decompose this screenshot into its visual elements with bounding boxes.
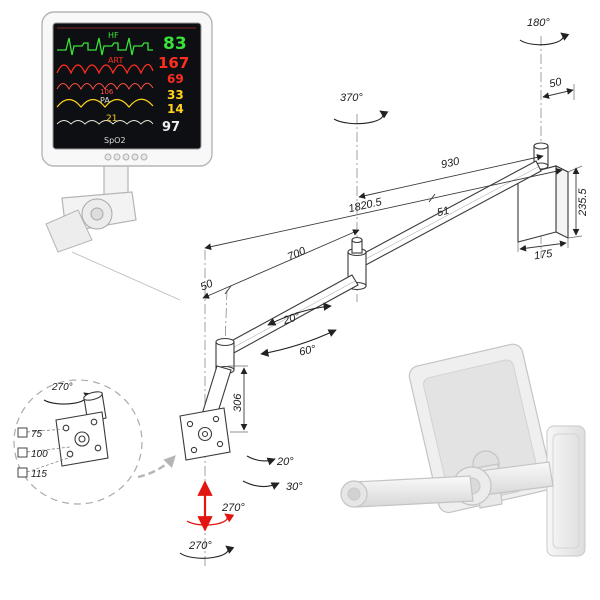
render-end-cap — [347, 487, 361, 501]
bracket-side-face — [555, 165, 569, 239]
monitor-rotation-group: 270° — [186, 480, 245, 532]
spo2-value: 97 — [162, 120, 180, 135]
detail-link-arrow — [137, 455, 176, 479]
detail-rotation-label: 270° — [51, 382, 73, 393]
rotation-label-370: 370° — [340, 92, 363, 104]
tilt-arc-30 — [242, 480, 280, 490]
detail-circle — [13, 379, 143, 505]
leader-115 — [26, 455, 75, 473]
dimension-1820-tick — [428, 193, 436, 203]
photo-leader-line — [71, 251, 181, 301]
vesa-size-75-label: 75 — [31, 429, 43, 440]
dim-label-306: 306 — [232, 393, 244, 412]
vesa-plate-holes — [186, 415, 224, 454]
extension-bracket-bottom — [567, 235, 583, 239]
pa-value-1: 33 — [167, 88, 184, 102]
arterial-waveform — [56, 63, 154, 75]
monitor-button — [104, 153, 112, 161]
rotation-arc-red — [186, 513, 235, 526]
pa-label: PA — [100, 96, 110, 105]
monitor-button — [122, 153, 130, 161]
temp-value: 21 — [106, 114, 117, 124]
leader-100 — [26, 446, 71, 453]
rotation-label-180: 180° — [527, 17, 550, 29]
detail-center-hole — [78, 435, 86, 443]
render-arm-front — [353, 475, 474, 508]
detail-cylinder-top — [83, 391, 103, 401]
render-wall-plate-inner — [552, 433, 580, 549]
dim-label-235: 235.5 — [577, 188, 589, 217]
extension-bracket-top — [567, 165, 583, 173]
vesa-75-checkbox — [17, 427, 28, 438]
product-render — [340, 343, 586, 557]
vesa-size-100-label: 100 — [31, 449, 48, 460]
vesa-115-checkbox — [17, 467, 28, 478]
secondary-pressure-waveform — [56, 82, 154, 91]
ecg-waveform — [57, 37, 153, 56]
dimension-175 — [519, 240, 567, 252]
art-diastolic-value: 69 — [167, 72, 184, 86]
tilt-label-20: 20° — [276, 456, 294, 468]
pa-rate-value: 106 — [100, 88, 114, 96]
dimension-1820 — [204, 167, 563, 251]
rotation-label-red-270: 270° — [221, 502, 245, 514]
tilt-label-30: 30° — [286, 481, 303, 493]
spo2-waveform — [56, 120, 154, 125]
swivel-arc-60 — [260, 329, 337, 357]
art-systolic-value: 167 — [158, 54, 189, 72]
spo2-label: SpO2 — [104, 136, 126, 145]
monitor-button — [140, 153, 148, 161]
hr-value: 83 — [163, 34, 187, 54]
render-wall-plate — [546, 425, 586, 557]
tilt-arc-20 — [246, 455, 276, 466]
pa-value-2: 14 — [167, 102, 184, 116]
detail-rotation-arc — [43, 392, 93, 405]
dim-label-1820: 1820.5 — [347, 196, 383, 215]
monitor-button — [131, 153, 139, 161]
swivel-arc-20 — [267, 302, 332, 326]
rotation-arc-bottom — [179, 545, 235, 559]
vital-display: HF 83 ART 167 69 106 PA 33 14 21 97 SpO2 — [56, 27, 196, 145]
vesa-100-checkbox — [17, 447, 28, 458]
elbow-top — [215, 337, 235, 347]
monitor-button — [113, 153, 121, 161]
monitor-hinge-cap — [90, 207, 104, 221]
pa-waveform — [56, 98, 154, 108]
vesa-center-hole — [201, 430, 209, 438]
rotation-label-bottom-270: 270° — [188, 540, 212, 552]
vesa-plate — [179, 407, 231, 461]
dim-label-700: 700 — [286, 245, 308, 264]
vesa-size-options: 75 100 115 — [17, 427, 75, 480]
rotation-arrow-370 — [333, 110, 389, 125]
extension-elbow — [224, 289, 228, 346]
wall-bracket — [516, 142, 570, 243]
dim-label-51: 51 — [436, 205, 451, 219]
dim-label-left-offset: 50 — [199, 277, 216, 293]
render-monitor-back — [408, 343, 553, 514]
dimension-top-offset — [542, 88, 574, 99]
dim-label-930: 930 — [440, 155, 461, 171]
monitor-photo: HF 83 ART 167 69 106 PA 33 14 21 97 SpO2 — [41, 11, 213, 301]
vesa-size-115-label: 115 — [31, 469, 47, 480]
art-label: ART — [108, 56, 123, 65]
monitor-buttons — [104, 153, 148, 161]
swivel-label-60: 60° — [298, 343, 317, 358]
dimension-700-tick — [224, 285, 232, 295]
vesa-detail-callout: 270° 75 100 115 — [13, 379, 176, 505]
wall-pivot-top — [533, 142, 549, 150]
hr-label: HF — [108, 31, 119, 40]
detail-vesa-holes — [62, 418, 102, 458]
dimension-50-700 — [202, 229, 360, 299]
swivel-label-20: 20° — [281, 310, 302, 327]
dim-label-175: 175 — [533, 248, 554, 263]
leader-75 — [26, 428, 65, 433]
monitor-lower-arm — [45, 209, 93, 253]
rotation-arrow-180 — [519, 32, 570, 46]
dim-label-top-offset: 50 — [548, 76, 563, 90]
middle-joint-bolt-head — [351, 236, 363, 244]
